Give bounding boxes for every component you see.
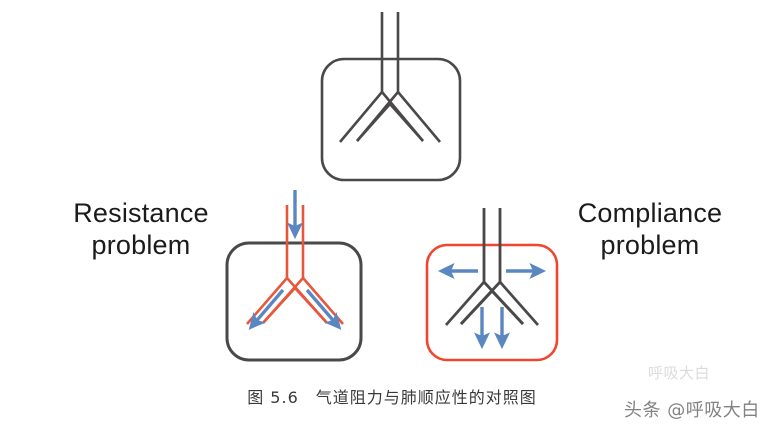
figure-caption: 图 5.6 气道阻力与肺顺应性的对照图 xyxy=(247,388,537,407)
outflow-left-arrow xyxy=(248,288,285,330)
normal-panel-box xyxy=(320,57,462,182)
compliance-problem-panel xyxy=(425,208,559,362)
resistance-panel-box xyxy=(225,241,363,362)
compliance-panel-box xyxy=(425,243,559,362)
outflow-right-arrow xyxy=(305,288,342,330)
normal-lung-panel xyxy=(320,12,462,182)
resistance-flow-arrows xyxy=(248,190,342,330)
compliance-airway-icon xyxy=(444,208,540,326)
normal-airway-icon xyxy=(339,12,441,143)
compliance-pressure-arrows xyxy=(437,263,547,350)
resistance-problem-label: Resistance problem xyxy=(73,198,209,260)
resistance-airway-icon xyxy=(246,205,344,325)
resistance-problem-panel xyxy=(225,190,363,362)
compliance-problem-label: Compliance problem xyxy=(577,198,723,260)
